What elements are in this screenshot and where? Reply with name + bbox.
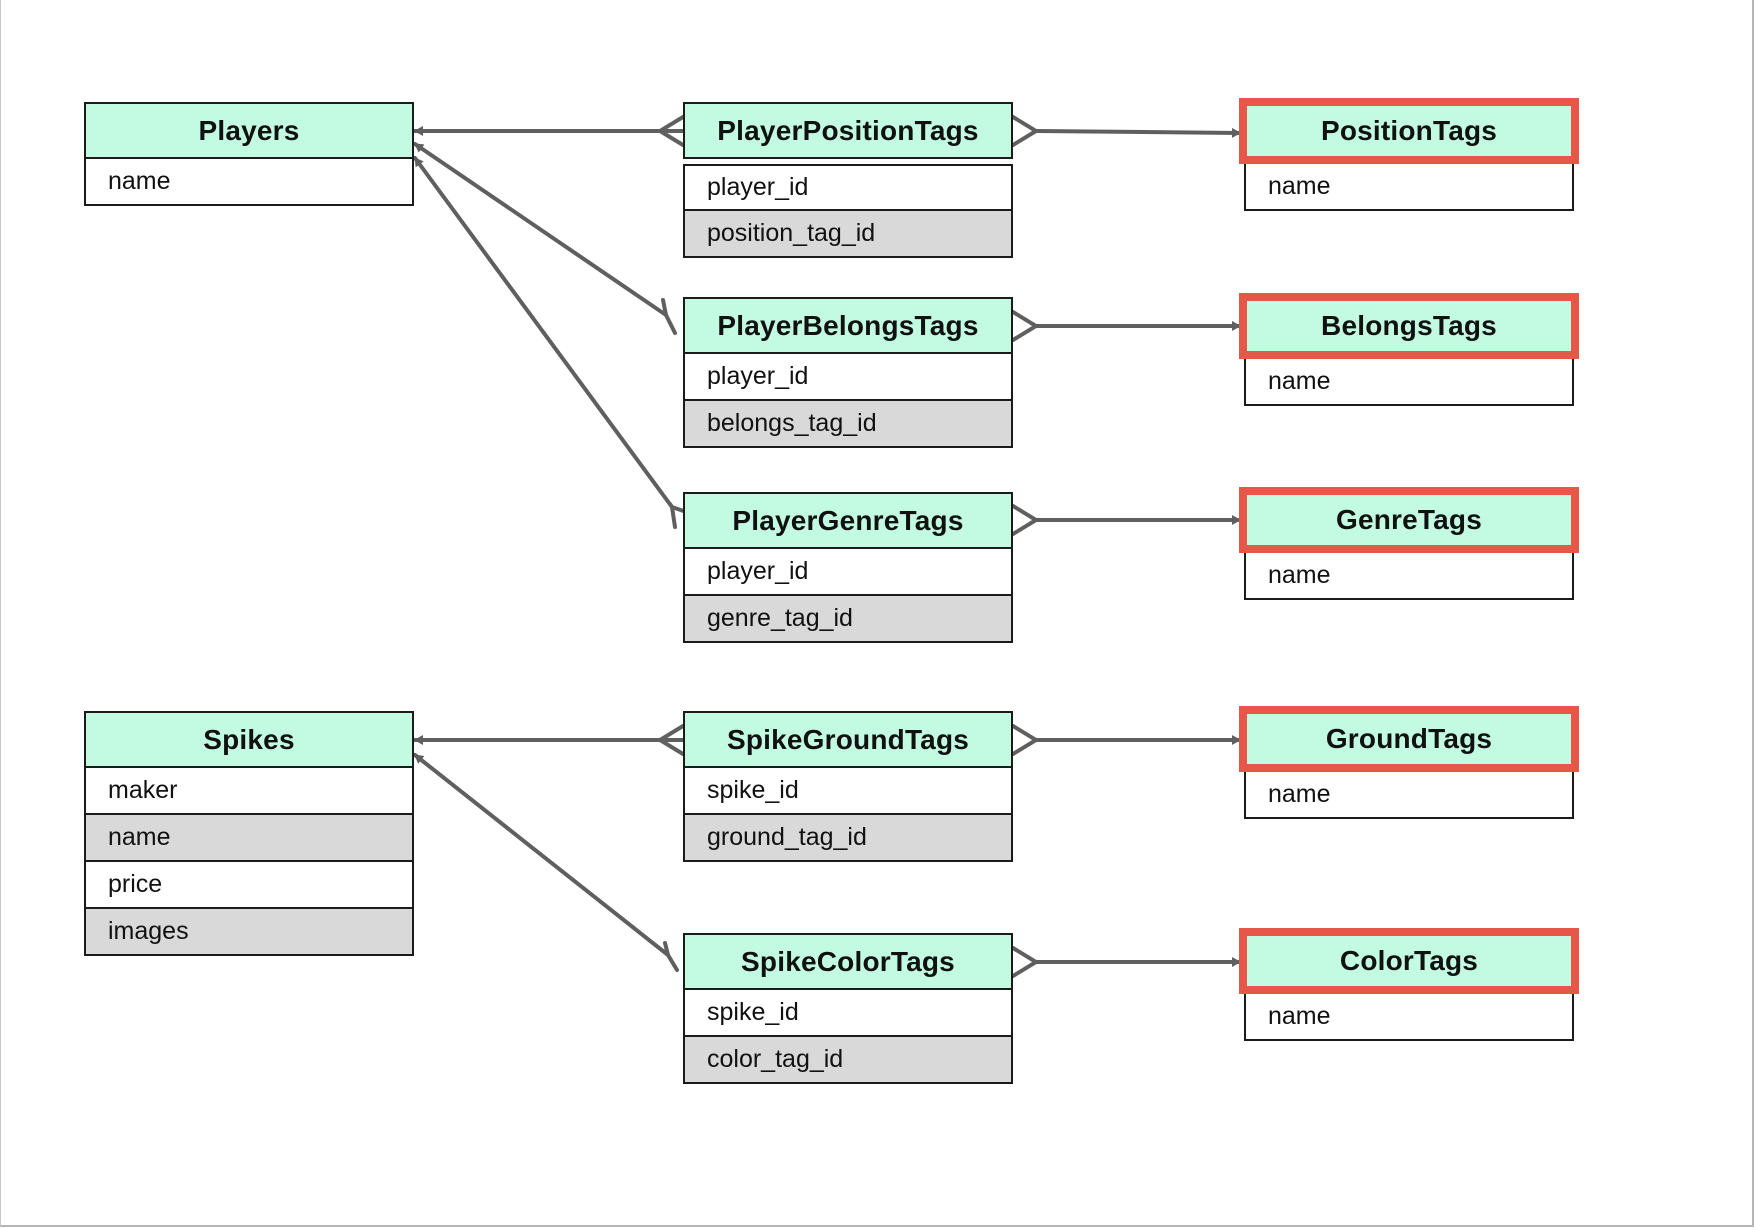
table-spike-ground-tags[interactable]: SpikeGroundTags spike_id ground_tag_id [683, 711, 1013, 862]
table-field: name [1244, 994, 1574, 1041]
table-genre-tags[interactable]: GenreTags name [1239, 487, 1579, 600]
table-title: PlayerPositionTags [683, 102, 1013, 159]
table-position-tags[interactable]: PositionTags name [1239, 98, 1579, 211]
table-field: player_id [683, 549, 1013, 596]
table-field: name [1244, 772, 1574, 819]
edge-spikes-color [413, 753, 670, 957]
table-player-belongs-tags[interactable]: PlayerBelongsTags player_id belongs_tag_… [683, 297, 1013, 448]
table-field: name [84, 815, 414, 862]
table-title: PlayerGenreTags [683, 492, 1013, 549]
table-field: color_tag_id [683, 1037, 1013, 1084]
table-title: ColorTags [1239, 928, 1579, 994]
table-field: name [1244, 164, 1574, 211]
table-title: GroundTags [1239, 706, 1579, 772]
table-player-genre-tags[interactable]: PlayerGenreTags player_id genre_tag_id [683, 492, 1013, 643]
table-player-position-tags[interactable]: PlayerPositionTags player_id position_ta… [683, 102, 1013, 258]
crowfoot-color-left [663, 941, 679, 972]
table-field: price [84, 862, 414, 909]
table-field: maker [84, 768, 414, 815]
table-field: player_id [683, 354, 1013, 401]
crowfoot-genre-right [1011, 504, 1040, 536]
table-ground-tags[interactable]: GroundTags name [1239, 706, 1579, 819]
edge-players-genre [413, 156, 674, 509]
table-field: position_tag_id [683, 211, 1013, 258]
crowfoot-ground-left [656, 724, 685, 756]
table-field: spike_id [683, 768, 1013, 815]
table-title: Players [84, 102, 414, 159]
table-color-tags[interactable]: ColorTags name [1239, 928, 1579, 1041]
crowfoot-position-left [656, 115, 685, 147]
table-belongs-tags[interactable]: BelongsTags name [1239, 293, 1579, 406]
table-title: PositionTags [1239, 98, 1579, 164]
table-title: GenreTags [1239, 487, 1579, 553]
table-title: SpikeColorTags [683, 933, 1013, 990]
table-field: spike_id [683, 990, 1013, 1037]
table-title: Spikes [84, 711, 414, 768]
table-spike-color-tags[interactable]: SpikeColorTags spike_id color_tag_id [683, 933, 1013, 1084]
table-field: genre_tag_id [683, 596, 1013, 643]
table-field: player_id [683, 164, 1013, 211]
crowfoot-belongs-right [1011, 310, 1040, 342]
table-title: PlayerBelongsTags [683, 297, 1013, 354]
table-field: name [1244, 553, 1574, 600]
table-field: name [1244, 359, 1574, 406]
table-field: name [84, 159, 414, 206]
crowfoot-belongs-left [661, 298, 677, 335]
edge-players-belongs [413, 142, 668, 317]
crowfoot-color-right [1011, 946, 1040, 978]
table-field: belongs_tag_id [683, 401, 1013, 448]
table-field: images [84, 909, 414, 956]
crowfoot-position-right [1011, 115, 1040, 147]
table-field: ground_tag_id [683, 815, 1013, 862]
table-title: BelongsTags [1239, 293, 1579, 359]
edge-position-tags [1034, 127, 1242, 138]
table-spikes[interactable]: Spikes maker name price images [84, 711, 414, 956]
crowfoot-ground-right [1011, 724, 1040, 756]
table-players[interactable]: Players name [84, 102, 414, 206]
table-title: SpikeGroundTags [683, 711, 1013, 768]
